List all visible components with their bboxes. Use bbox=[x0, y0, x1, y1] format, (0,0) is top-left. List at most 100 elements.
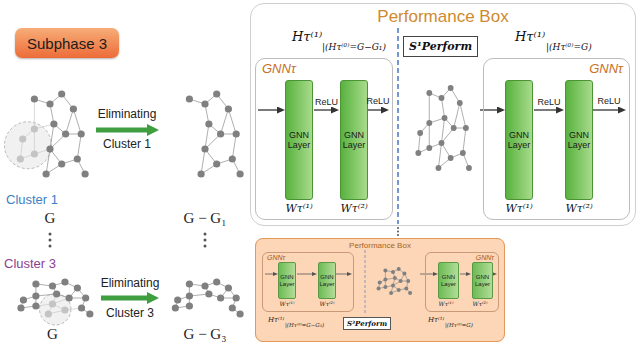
graph-vertex bbox=[186, 302, 193, 309]
graph-vertex bbox=[383, 269, 387, 273]
mini-box-fill bbox=[255, 238, 505, 342]
graph-vertex bbox=[32, 280, 39, 287]
graph-vertex bbox=[32, 292, 39, 299]
graph-vertex bbox=[201, 282, 208, 289]
graph-edge bbox=[429, 123, 430, 148]
graph-vertex bbox=[53, 290, 60, 297]
graph-vertex bbox=[17, 304, 24, 311]
graph-vertex bbox=[217, 130, 224, 137]
graph-vertex bbox=[404, 287, 408, 291]
graph-vertex bbox=[391, 284, 395, 288]
graph-vertex bbox=[229, 155, 236, 162]
graph-vertex bbox=[186, 292, 193, 299]
graph-edge bbox=[34, 129, 35, 154]
graph-edge bbox=[460, 103, 466, 128]
graph-vertex bbox=[466, 165, 472, 171]
gnn-layer: GNN Layer bbox=[472, 262, 493, 299]
graph-vertex bbox=[46, 145, 53, 152]
graph-edge bbox=[77, 134, 81, 159]
text-label: Hτ⁽¹⁾ bbox=[292, 30, 322, 45]
gnn-layer: GNN Layer bbox=[278, 262, 296, 299]
graph-vertex bbox=[213, 160, 220, 167]
graph-vertex bbox=[74, 284, 81, 291]
graph-vertex bbox=[225, 105, 232, 112]
graph-figure: G − G₃ bbox=[160, 252, 250, 343]
gnn-block: GNNτGNN LayerGNN Layer bbox=[262, 252, 354, 312]
graph-vertex bbox=[391, 270, 395, 274]
graph-vertex bbox=[402, 272, 406, 276]
graph-vertex bbox=[78, 304, 85, 311]
gnn-layer: GNN Layer bbox=[438, 262, 459, 299]
graph-vertex bbox=[217, 294, 224, 301]
text-label: Wτ⁽¹⁾ bbox=[280, 301, 295, 308]
gnn-layer: GNN Layer bbox=[318, 262, 336, 299]
output-arrow bbox=[593, 109, 620, 110]
graph-vertex bbox=[378, 281, 382, 285]
graph-edge bbox=[228, 109, 236, 134]
graph-vertex bbox=[49, 282, 56, 289]
graph-vertex bbox=[383, 278, 387, 282]
score-box: S¹Perform bbox=[403, 36, 478, 57]
graph-vertex bbox=[426, 145, 432, 151]
graph-edge bbox=[73, 109, 81, 134]
edge-label: ReLU bbox=[314, 97, 339, 107]
cluster-outline bbox=[4, 122, 51, 169]
graph-edge bbox=[438, 143, 441, 168]
graph-vertex bbox=[205, 120, 212, 127]
graph-edge bbox=[442, 118, 445, 143]
graph-drawing bbox=[5, 78, 95, 190]
graph-figure bbox=[377, 267, 413, 295]
text-label: Eliminating bbox=[101, 277, 160, 291]
graph-vertex bbox=[442, 115, 448, 121]
graph-edge bbox=[442, 98, 445, 118]
node-text: GNNτ bbox=[484, 59, 629, 78]
text-label: Wτ⁽¹⁾ bbox=[505, 203, 532, 216]
graph-vertex bbox=[174, 296, 181, 303]
graph-vertex bbox=[439, 140, 445, 146]
node-text: Subphase 3 bbox=[27, 35, 107, 52]
text-label: Cluster 1 bbox=[6, 193, 58, 208]
graph-vertex bbox=[225, 284, 232, 291]
node-text: GNN Layer bbox=[319, 274, 335, 287]
graph-vertex bbox=[397, 288, 401, 292]
gnn-block: GNNτGNN LayerGNN Layer bbox=[425, 252, 499, 312]
graph-vertex bbox=[43, 170, 50, 177]
graph-vertex bbox=[82, 170, 89, 177]
graph-vertex bbox=[399, 279, 403, 283]
graph-vertex bbox=[50, 120, 57, 127]
text-label: |(Hτ⁽⁰⁾=G−G₁) bbox=[322, 42, 386, 52]
graph-figure bbox=[415, 85, 471, 171]
graph-vertex bbox=[213, 90, 220, 97]
graph-vertex bbox=[46, 100, 53, 107]
graph-vertex bbox=[58, 90, 65, 97]
graph-vertex bbox=[201, 145, 208, 152]
graph-vertex bbox=[408, 291, 412, 295]
output-arrow bbox=[368, 109, 383, 110]
graph-vertex bbox=[436, 165, 442, 171]
graph-vertex bbox=[415, 150, 421, 156]
node-text: GNN Layer bbox=[506, 130, 532, 151]
divider-line bbox=[365, 250, 366, 313]
graph-drawing bbox=[5, 272, 100, 324]
flow-arrow bbox=[534, 109, 558, 110]
node-text: GNN Layer bbox=[439, 274, 458, 287]
graph-vertex bbox=[86, 310, 93, 317]
graph-vertex bbox=[439, 95, 445, 101]
gnn-layer: GNN Layer bbox=[340, 80, 368, 200]
graph-vertex bbox=[233, 294, 240, 301]
node-text: GNN Layer bbox=[341, 130, 367, 151]
graph-vertex bbox=[237, 170, 244, 177]
graph-edge bbox=[454, 103, 460, 128]
text-label: |(Hτ⁽⁰⁾=G) bbox=[546, 42, 592, 52]
graph-vertex bbox=[213, 278, 220, 285]
graph-vertex bbox=[417, 130, 423, 136]
graph-vertex bbox=[31, 125, 38, 132]
graph-edge bbox=[66, 109, 74, 134]
graph-figure: G − G₁ bbox=[160, 78, 250, 228]
graph-vertex bbox=[45, 310, 52, 317]
graph-vertex bbox=[463, 125, 469, 131]
node-text: GNN Layer bbox=[286, 130, 312, 151]
graph-edge bbox=[418, 133, 420, 153]
graph-vertex bbox=[58, 160, 65, 167]
text-label: Wτ⁽²⁾ bbox=[320, 301, 335, 308]
